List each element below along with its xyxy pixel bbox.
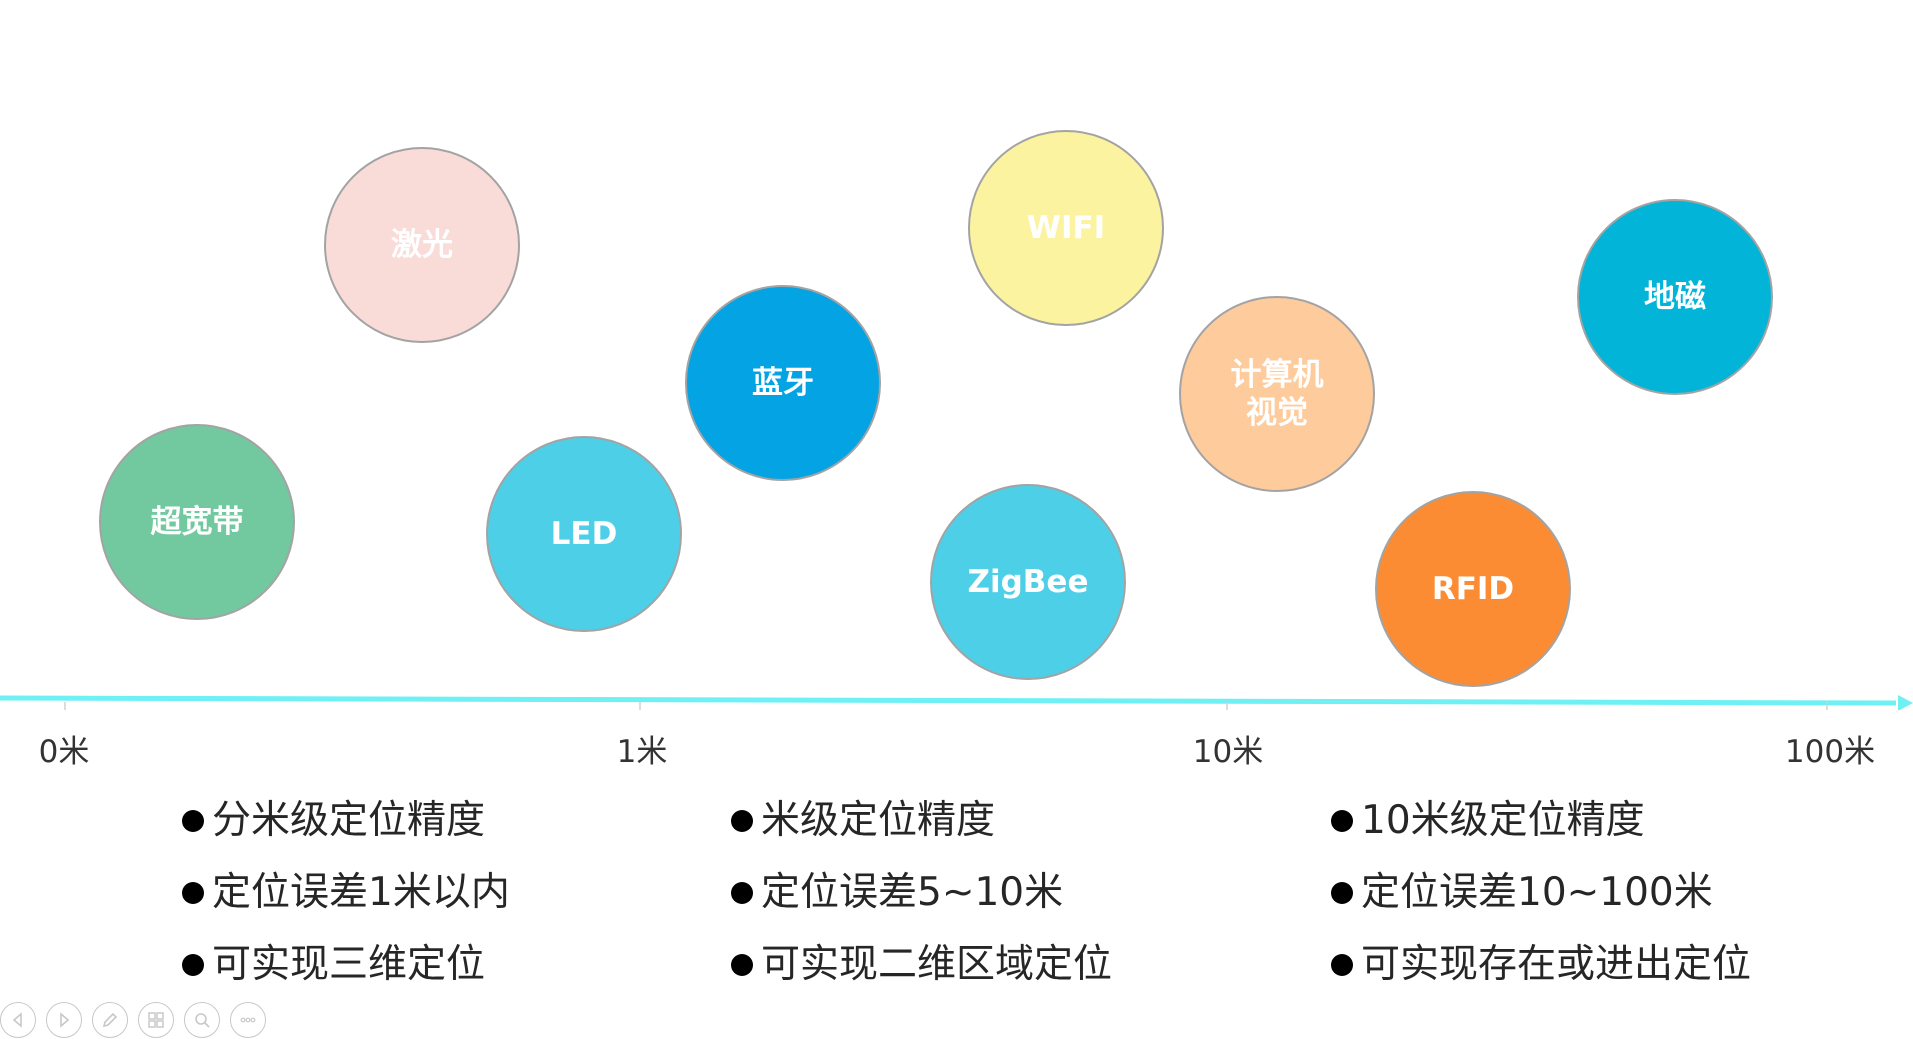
bubble-wifi: WIFI bbox=[968, 130, 1164, 326]
pen-button[interactable] bbox=[92, 1002, 128, 1038]
bubble-computer-vision: 计算机 视觉 bbox=[1179, 296, 1375, 492]
distance-axis bbox=[0, 695, 1913, 710]
bubble-label: 地磁 bbox=[1644, 279, 1706, 315]
bubble-zigbee: ZigBee bbox=[930, 484, 1126, 680]
bubble-laser: 激光 bbox=[324, 147, 520, 343]
slides-grid-icon bbox=[148, 1012, 164, 1028]
axis-line bbox=[0, 695, 1897, 706]
prev-slide-icon bbox=[12, 1012, 22, 1028]
bullet-icon bbox=[1331, 810, 1353, 832]
feature-item: 可实现存在或进出定位 bbox=[1331, 941, 1751, 989]
feature-item: 定位误差5~10米 bbox=[731, 869, 1112, 917]
bubble-label: 计算机 视觉 bbox=[1230, 357, 1324, 431]
features-decimeter: 分米级定位精度 定位误差1米以内 可实现三维定位 bbox=[182, 797, 510, 1013]
slides-grid-button[interactable] bbox=[138, 1002, 174, 1038]
bullet-icon bbox=[182, 882, 204, 904]
bubble-led: LED bbox=[486, 436, 682, 632]
feature-item: 10米级定位精度 bbox=[1331, 797, 1751, 845]
features-ten-meter: 10米级定位精度 定位误差10~100米 可实现存在或进出定位 bbox=[1331, 797, 1751, 1013]
bubble-uwb: 超宽带 bbox=[99, 424, 295, 620]
bubble-label: LED bbox=[550, 516, 618, 552]
features-meter: 米级定位精度 定位误差5~10米 可实现二维区域定位 bbox=[731, 797, 1112, 1013]
bubble-geomagnetic: 地磁 bbox=[1577, 199, 1773, 395]
feature-item: 定位误差10~100米 bbox=[1331, 869, 1751, 917]
bubble-label: ZigBee bbox=[967, 564, 1089, 600]
feature-item: 定位误差1米以内 bbox=[182, 869, 510, 917]
bullet-icon bbox=[182, 810, 204, 832]
bubble-label: WIFI bbox=[1026, 210, 1106, 246]
bullet-icon bbox=[1331, 882, 1353, 904]
feature-item: 可实现三维定位 bbox=[182, 941, 510, 989]
bubble-label: 超宽带 bbox=[150, 504, 244, 540]
bullet-icon bbox=[182, 954, 204, 976]
more-button[interactable] bbox=[230, 1002, 266, 1038]
feature-item: 可实现二维区域定位 bbox=[731, 941, 1112, 989]
prev-slide-button[interactable] bbox=[0, 1002, 36, 1038]
slideshow-toolbar bbox=[0, 1001, 266, 1039]
tick-label-10m: 10米 bbox=[1192, 734, 1264, 770]
tick-label-100m: 100米 bbox=[1784, 734, 1876, 770]
bullet-icon bbox=[731, 882, 753, 904]
bubble-rfid: RFID bbox=[1375, 491, 1571, 687]
next-slide-icon bbox=[60, 1012, 70, 1028]
bubble-bluetooth: 蓝牙 bbox=[685, 285, 881, 481]
tick-label-0m: 0米 bbox=[38, 734, 90, 770]
feature-item: 分米级定位精度 bbox=[182, 797, 510, 845]
bullet-icon bbox=[1331, 954, 1353, 976]
axis-arrow bbox=[1898, 695, 1913, 710]
bullet-icon bbox=[731, 810, 753, 832]
pen-icon bbox=[102, 1012, 118, 1028]
zoom-icon bbox=[195, 1013, 210, 1028]
bullet-icon bbox=[731, 954, 753, 976]
zoom-button[interactable] bbox=[184, 1002, 220, 1038]
bubble-label: 蓝牙 bbox=[752, 365, 814, 401]
feature-item: 米级定位精度 bbox=[731, 797, 1112, 845]
next-slide-button[interactable] bbox=[46, 1002, 82, 1038]
tick-label-1m: 1米 bbox=[616, 734, 668, 770]
bubble-label: 激光 bbox=[391, 227, 453, 263]
more-icon bbox=[240, 1017, 256, 1023]
bubble-label: RFID bbox=[1431, 571, 1515, 607]
